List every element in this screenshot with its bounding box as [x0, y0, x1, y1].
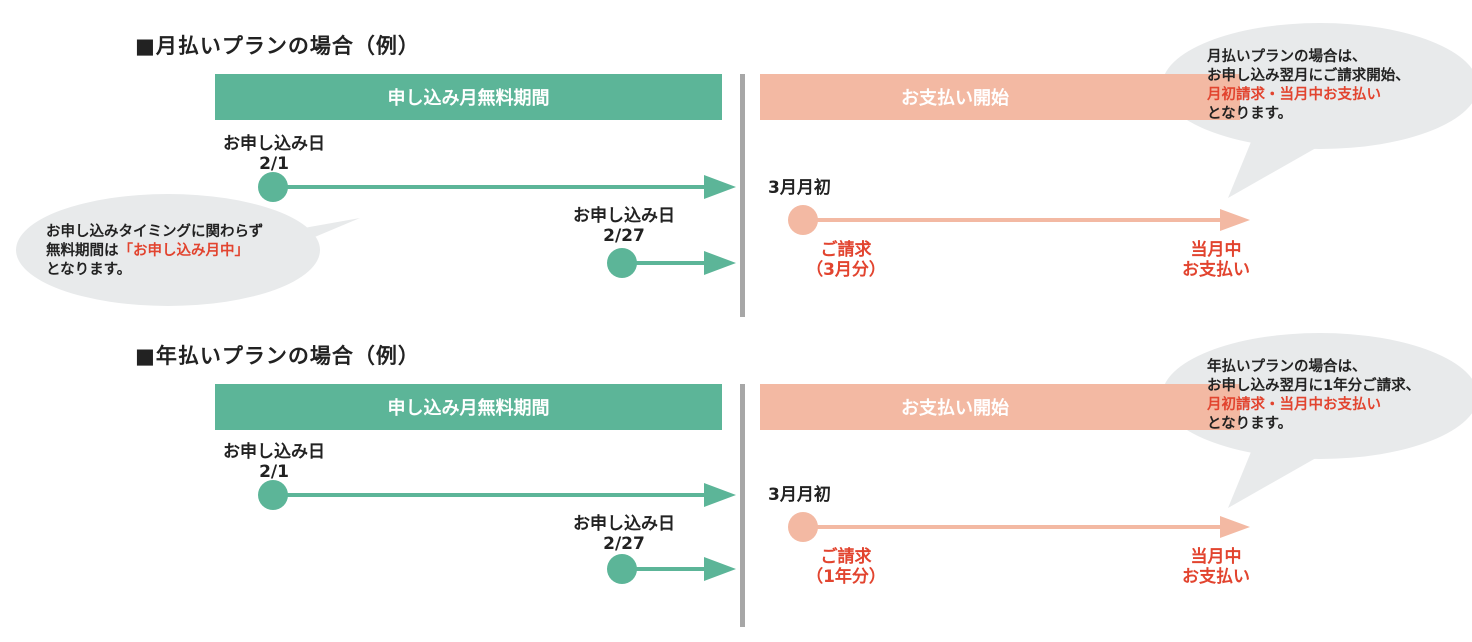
section-title: ■年払いプランの場合（例）: [135, 344, 420, 368]
right-bubble-line4: となります。: [1207, 106, 1293, 122]
arrow-late-2-27: [607, 554, 736, 584]
left-bubble-line2-prefix: 無料期間は: [46, 243, 119, 259]
billing-label: ご請求 （1年分）: [800, 547, 892, 587]
payment-label: 当月中 お支払い: [1166, 547, 1266, 587]
start-label-text: お申し込み日: [223, 442, 325, 462]
late-date-text: 2/27: [603, 534, 645, 554]
free-period-band: 申し込み月無料期間: [215, 384, 722, 430]
annual-diagram-graphics: [258, 333, 1472, 584]
left-speech-bubble: [16, 194, 360, 306]
late-label-text: お申し込み日: [573, 206, 675, 226]
billing-sub-text: （1年分）: [806, 567, 886, 587]
section-title: ■月払いプランの場合（例）: [135, 34, 420, 58]
month-start-label: 3月月初: [768, 485, 831, 505]
annual-plan-section: ■年払いプランの場合（例） 申し込み月無料期間 お支払い開始 お申し込み日 2/…: [0, 310, 1472, 630]
right-bubble-line3: 月初請求・当月中お支払い: [1207, 397, 1381, 413]
month-divider: [740, 384, 745, 627]
late-date-label: お申し込み日 2/27: [564, 206, 684, 246]
monthly-plan-section: ■月払いプランの場合（例） 申し込み月無料期間 お支払い開始 お申し込み日 2/…: [0, 0, 1472, 320]
right-bubble-line3: 月初請求・当月中お支払い: [1207, 87, 1381, 103]
late-date-label: お申し込み日 2/27: [564, 514, 684, 554]
right-bubble-line1: 月払いプランの場合は、: [1207, 49, 1367, 65]
left-bubble-line1: お申し込みタイミングに関わらず: [46, 224, 264, 240]
billing-label: ご請求 （3月分）: [806, 240, 886, 280]
right-bubble-line4: となります。: [1207, 416, 1293, 432]
right-bubble-line2: お申し込み翌月にご請求開始、: [1207, 68, 1410, 84]
left-bubble-line2-highlight: 「お申し込み月中」: [118, 243, 250, 259]
payment-line2: お支払い: [1182, 567, 1250, 587]
payment-line1: 当月中: [1190, 240, 1242, 260]
free-period-band: 申し込み月無料期間: [215, 74, 722, 120]
payment-start-band: お支払い開始: [760, 384, 1240, 430]
start-label-text: お申し込み日: [223, 134, 325, 154]
arrow-late-2-27: [607, 248, 736, 278]
left-bubble-line3: となります。: [46, 262, 132, 278]
left-bubble-text: お申し込みタイミングに関わらず 無料期間は「お申し込み月中」 となります。: [46, 223, 263, 280]
arrow-payment: [788, 205, 1250, 235]
start-date-label: お申し込み日 2/1: [214, 442, 334, 482]
late-label-text: お申し込み日: [573, 514, 675, 534]
right-bubble-line1: 年払いプランの場合は、: [1207, 359, 1367, 375]
billing-text: ご請求: [820, 240, 872, 260]
payment-line2: お支払い: [1182, 260, 1250, 280]
billing-text: ご請求: [820, 547, 872, 567]
start-date-text: 2/1: [259, 154, 289, 174]
right-bubble-text: 年払いプランの場合は、 お申し込み翌月に1年分ご請求、 月初請求・当月中お支払い…: [1207, 358, 1420, 434]
late-date-text: 2/27: [603, 226, 645, 246]
payment-start-band: お支払い開始: [760, 74, 1240, 120]
start-date-label: お申し込み日 2/1: [214, 134, 334, 174]
arrow-payment: [788, 512, 1250, 542]
month-start-label: 3月月初: [768, 178, 831, 198]
right-bubble-line2: お申し込み翌月に1年分ご請求、: [1207, 378, 1421, 394]
left-bubble-line2: 無料期間は「お申し込み月中」: [46, 242, 263, 261]
billing-sub-text: （3月分）: [806, 260, 886, 280]
payment-label: 当月中 お支払い: [1166, 240, 1266, 280]
arrow-start-2-1: [258, 172, 736, 202]
start-date-text: 2/1: [259, 462, 289, 482]
payment-line1: 当月中: [1190, 547, 1242, 567]
right-bubble-text: 月払いプランの場合は、 お申し込み翌月にご請求開始、 月初請求・当月中お支払い …: [1207, 48, 1410, 124]
arrow-start-2-1: [258, 480, 736, 510]
month-divider: [740, 74, 745, 317]
